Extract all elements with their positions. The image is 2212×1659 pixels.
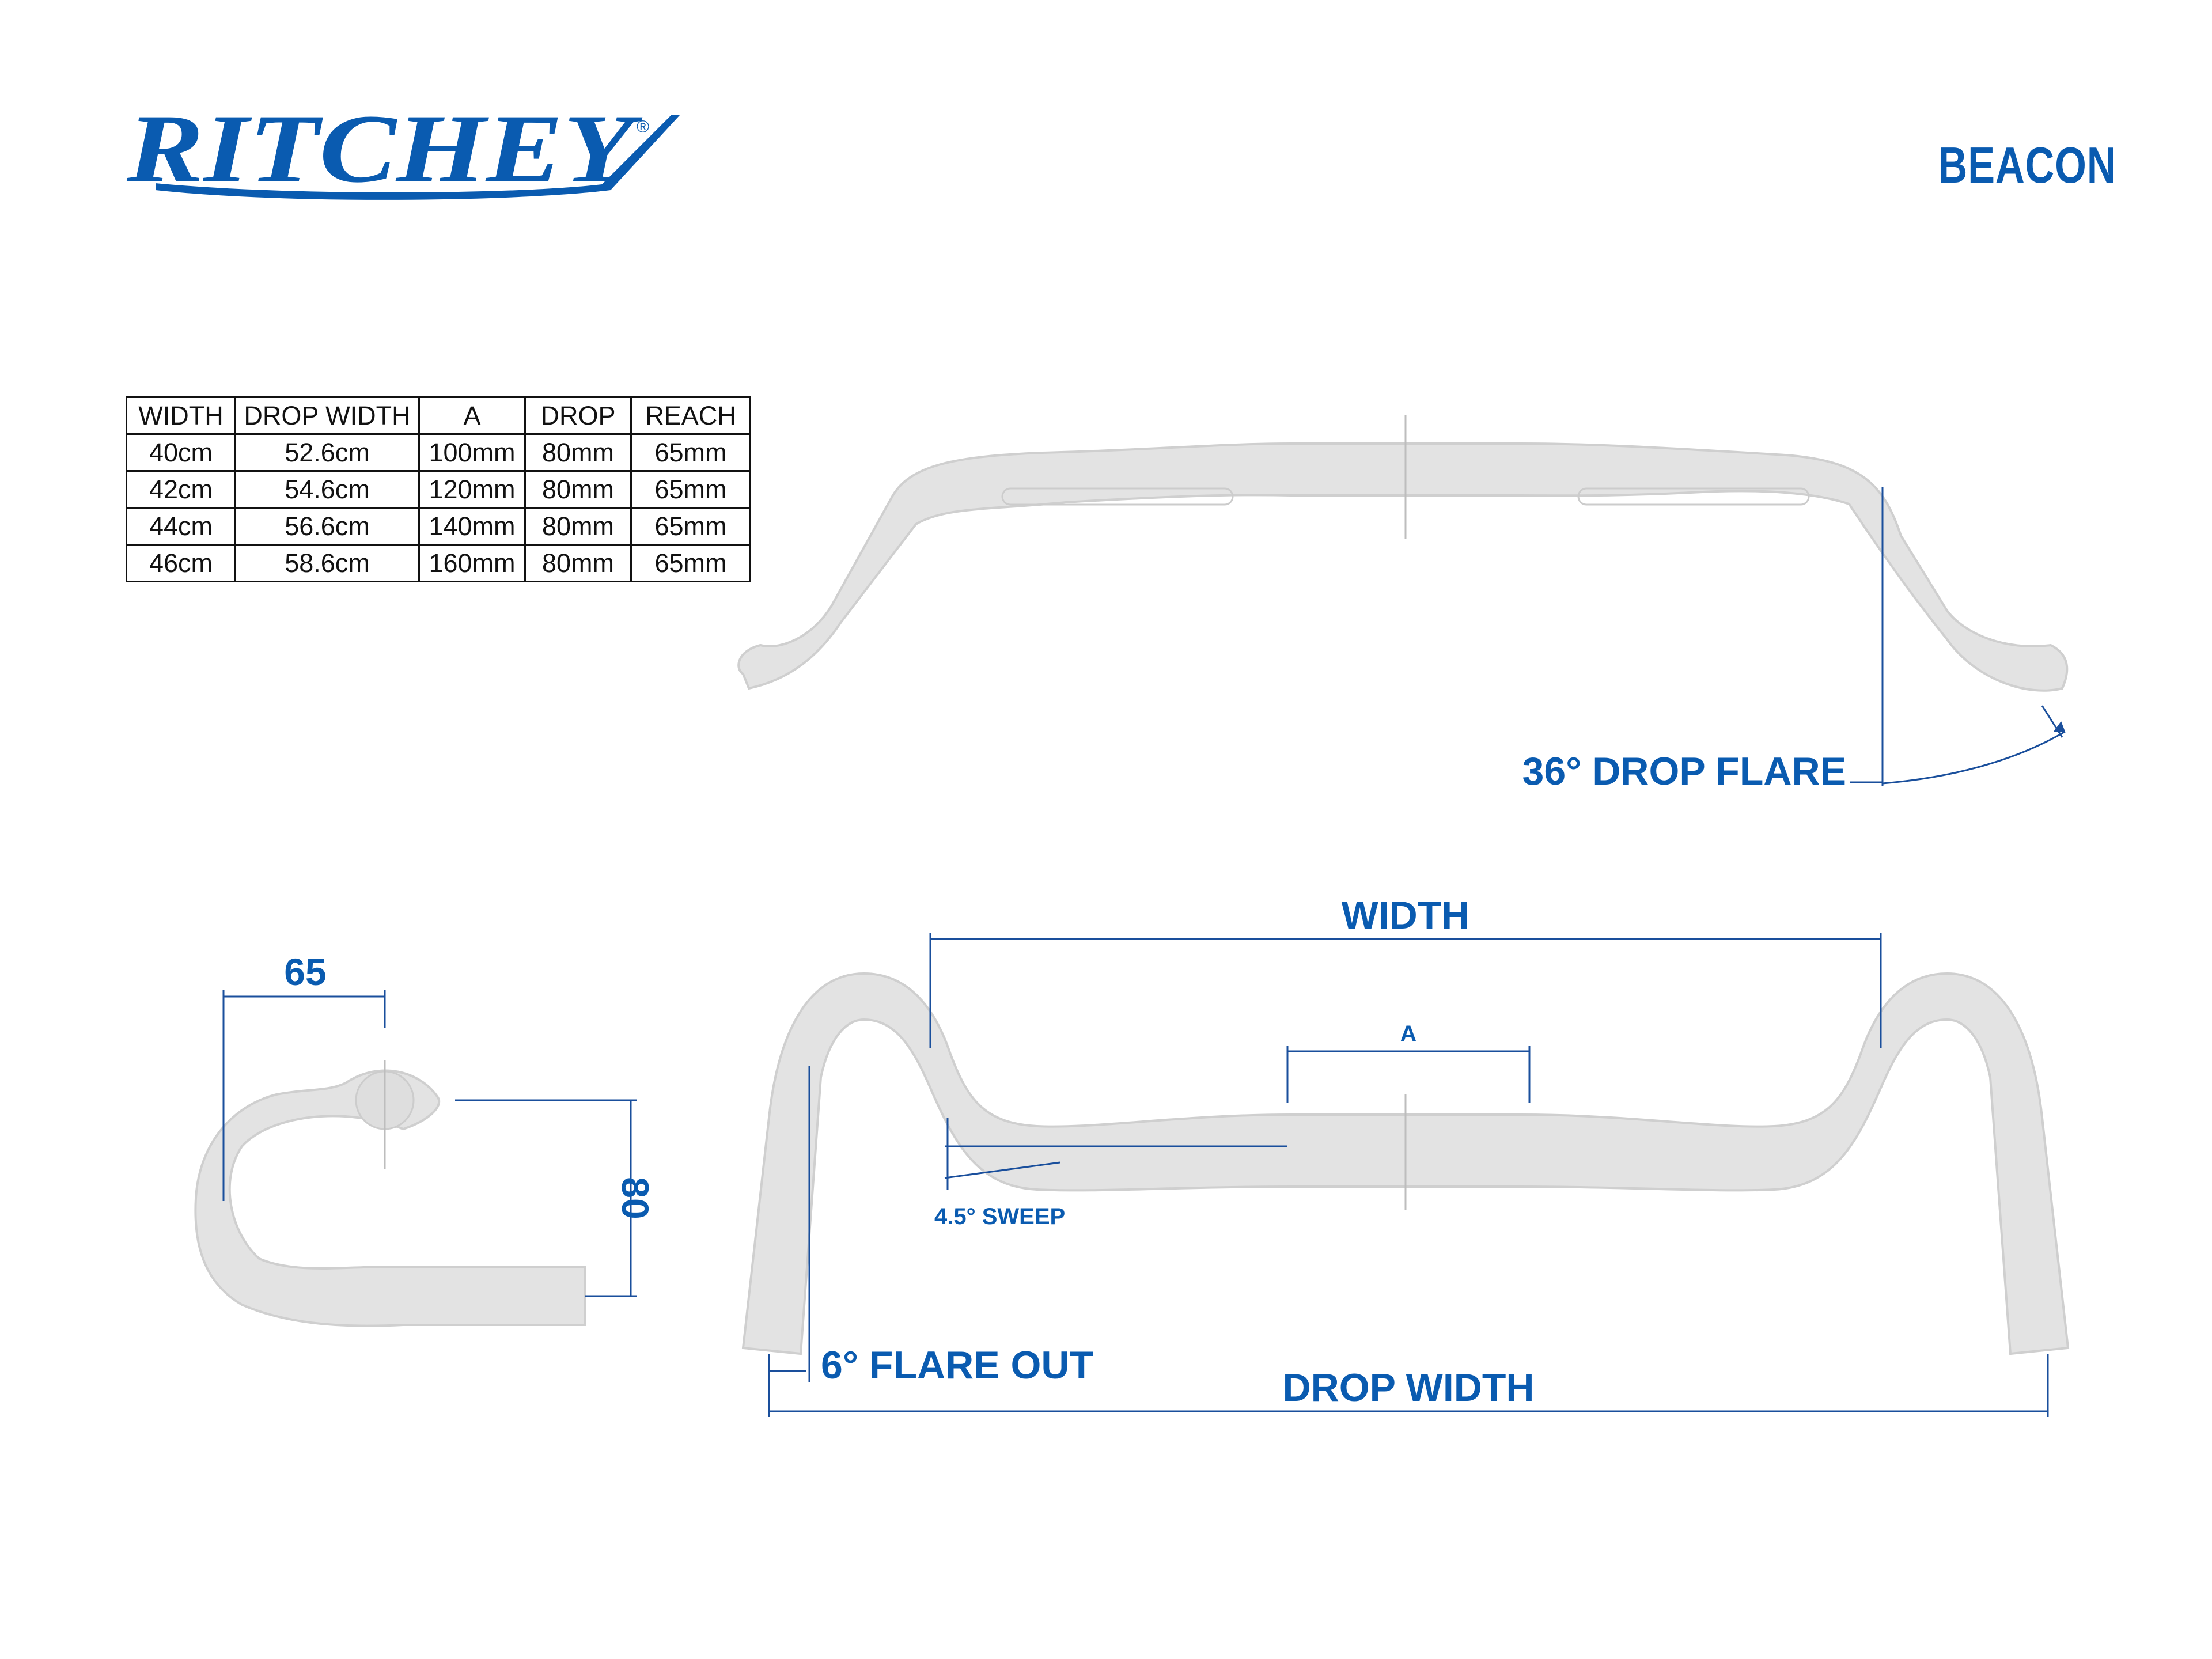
drop-label: 80 <box>614 1177 657 1219</box>
col-header-width: WIDTH <box>126 396 236 435</box>
table-cell: 46cm <box>126 544 236 582</box>
logo-swoosh <box>156 115 680 200</box>
top-view-bar <box>737 442 2069 692</box>
logo-wordmark: RITCHEY <box>126 104 643 203</box>
table-cell: 140mm <box>418 507 526 546</box>
table-cell: 65mm <box>630 544 751 582</box>
table-cell: 40cm <box>126 433 236 472</box>
top-view-slot-left <box>1001 487 1234 506</box>
side-view: 65 80 <box>194 950 657 1327</box>
table-row: 44cm 56.6cm 140mm 80mm 65mm <box>126 507 751 546</box>
col-header-reach: REACH <box>630 396 751 435</box>
table-cell: 160mm <box>418 544 526 582</box>
ritchey-logo: RITCHEY ® <box>126 104 680 203</box>
col-header-drop: DROP <box>524 396 632 435</box>
table-cell: 65mm <box>630 433 751 472</box>
table-cell: 120mm <box>418 470 526 509</box>
table-cell: 65mm <box>630 470 751 509</box>
table-cell: 44cm <box>126 507 236 546</box>
sweep-label: 4.5° SWEEP <box>934 1204 1065 1229</box>
sweep-angle-line <box>944 1161 1060 1179</box>
table-cell: 80mm <box>524 433 632 472</box>
col-header-drop-width: DROP WIDTH <box>234 396 420 435</box>
drop-flare-angle-line <box>2041 705 2063 738</box>
table-cell: 80mm <box>524 470 632 509</box>
front-view: WIDTH A 4.5° SWEEP 6° FLARE OUT DROP WID… <box>741 893 2070 1417</box>
table-row: 40cm 52.6cm 100mm 80mm 65mm <box>126 433 751 472</box>
spec-table: WIDTH DROP WIDTH A DROP REACH 40cm 52.6c… <box>126 396 751 582</box>
width-label: WIDTH <box>1342 893 1470 937</box>
table-row: 46cm 58.6cm 160mm 80mm 65mm <box>126 544 751 582</box>
table-cell: 80mm <box>524 544 632 582</box>
col-header-a: A <box>418 396 526 435</box>
model-name: BEACON <box>1938 137 2116 194</box>
table-cell: 42cm <box>126 470 236 509</box>
flare-out-label: 6° FLARE OUT <box>821 1343 1093 1387</box>
table-cell: 65mm <box>630 507 751 546</box>
table-cell: 54.6cm <box>234 470 420 509</box>
table-cell: 52.6cm <box>234 433 420 472</box>
table-row: 42cm 54.6cm 120mm 80mm 65mm <box>126 470 751 509</box>
drop-flare-label: 36° DROP FLARE <box>1522 749 1847 793</box>
a-label: A <box>1400 1021 1417 1047</box>
reach-label: 65 <box>284 950 326 993</box>
table-cell: 58.6cm <box>234 544 420 582</box>
top-view: 36° DROP FLARE <box>737 415 2069 793</box>
spec-table-header-row: WIDTH DROP WIDTH A DROP REACH <box>126 396 751 435</box>
registered-mark: ® <box>637 118 649 137</box>
top-view-slot-right <box>1577 487 1810 506</box>
drop-flare-arc <box>1882 730 2066 785</box>
table-cell: 100mm <box>418 433 526 472</box>
table-cell: 80mm <box>524 507 632 546</box>
table-cell: 56.6cm <box>234 507 420 546</box>
drop-width-label: DROP WIDTH <box>1283 1366 1535 1410</box>
